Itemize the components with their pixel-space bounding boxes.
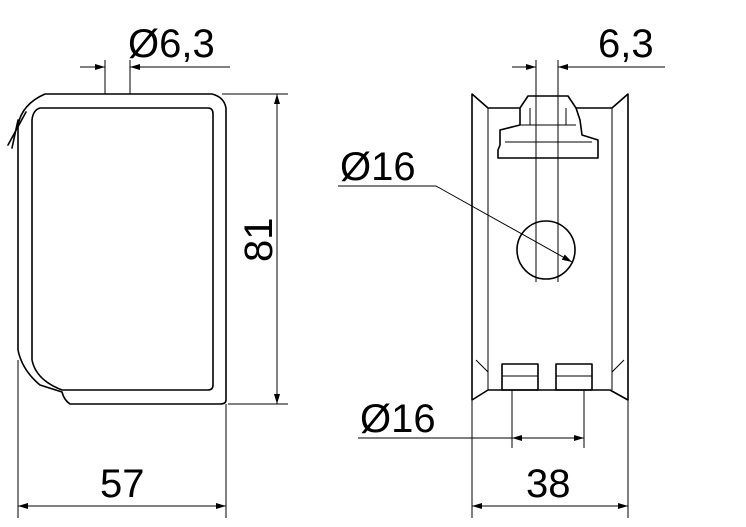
dim-hole-diameter-label: Ø16 — [340, 145, 416, 189]
dim-width-side: 57 — [17, 360, 227, 518]
dim-height-label: 81 — [237, 218, 281, 263]
front-view — [471, 60, 629, 401]
side-view-outline — [17, 93, 227, 405]
front-view-outline — [471, 93, 629, 401]
dim-width-front: 38 — [471, 400, 629, 518]
dim-spacing-diameter-label: Ø16 — [360, 397, 436, 441]
dim-pin-diameter: Ø6,3 — [80, 22, 230, 70]
terminal-right — [555, 363, 593, 391]
terminal-left — [501, 363, 539, 391]
side-view — [7, 60, 227, 405]
front-latch-inner — [505, 108, 592, 143]
front-latch — [497, 107, 599, 159]
dim-pin-width-front: 6,3 — [512, 22, 665, 70]
dim-width-side-label: 57 — [100, 462, 145, 506]
dim-hole-diameter: Ø16 — [338, 145, 573, 263]
side-view-inner-panel — [31, 107, 214, 391]
dim-height: 81 — [222, 93, 288, 405]
side-view-clip — [7, 111, 27, 149]
front-hole — [516, 220, 576, 280]
dim-width-front-label: 38 — [526, 462, 571, 506]
dim-pin-width-front-label: 6,3 — [598, 22, 654, 66]
dim-pin-diameter-label: Ø6,3 — [128, 22, 215, 66]
dim-spacing-diameter: Ø16 — [358, 390, 585, 448]
